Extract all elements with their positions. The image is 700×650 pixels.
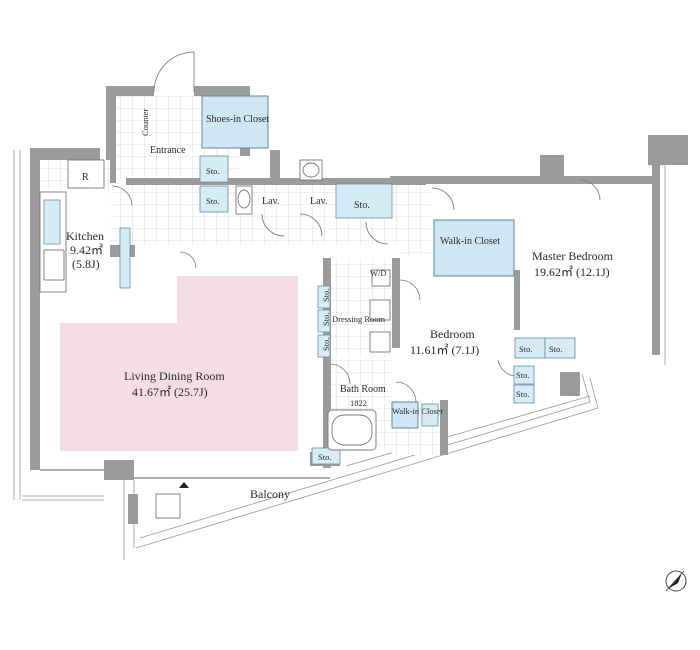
entry-marker-icon bbox=[179, 482, 189, 488]
sto-label: Sto. bbox=[516, 370, 529, 380]
kitchen-name: Kitchen bbox=[66, 229, 104, 243]
bedroom-area: 11.61㎡ (7.1J) bbox=[410, 343, 479, 357]
walkin-closet-small-label: Walk-in Closet bbox=[392, 406, 444, 416]
lav-label: Lav. bbox=[310, 196, 327, 207]
wd-label: W/D bbox=[370, 268, 387, 278]
sto-label: Sto. bbox=[354, 200, 370, 211]
shoes-closet-label-line1: Shoes-in Closet bbox=[206, 114, 269, 125]
entrance-label: Entrance bbox=[150, 145, 186, 156]
fridge-label: R bbox=[82, 172, 89, 183]
north-arrow-icon bbox=[665, 570, 687, 592]
bedroom-name: Bedroom bbox=[430, 327, 475, 341]
dressing-room-label: Dressing Room bbox=[332, 314, 386, 324]
bath-room-code: 1822 bbox=[350, 398, 367, 408]
counter-label: Counter bbox=[140, 108, 150, 136]
balcony-label: Balcony bbox=[250, 487, 290, 501]
sto-label: Sto. bbox=[549, 344, 562, 354]
kitchen-area: 9.42㎡ bbox=[70, 243, 103, 257]
sto-label: Sto. bbox=[321, 289, 331, 302]
doors bbox=[111, 51, 601, 403]
master-bedroom-name: Master Bedroom bbox=[532, 249, 614, 263]
living-dining-name: Living Dining Room bbox=[124, 369, 225, 383]
kitchen-jo: (5.8J) bbox=[72, 257, 100, 271]
master-bedroom-area: 19.62㎡ (12.1J) bbox=[534, 265, 610, 279]
sto-label: Sto. bbox=[206, 166, 219, 176]
sto-label: Sto. bbox=[206, 196, 219, 206]
sto-label: Sto. bbox=[321, 313, 331, 326]
sto-label: Sto. bbox=[321, 338, 331, 351]
labels: Shoes-in Closet Counter Entrance R Kitch… bbox=[66, 108, 614, 501]
living-dining-area: 41.67㎡ (25.7J) bbox=[132, 385, 208, 399]
sto-label: Sto. bbox=[516, 389, 529, 399]
storage-units bbox=[39, 95, 576, 465]
sto-label: Sto. bbox=[519, 344, 532, 354]
living-highlight bbox=[60, 276, 298, 451]
sto-label: Sto. bbox=[318, 452, 331, 462]
lav-label: Lav. bbox=[262, 196, 279, 207]
bath-room-label: Bath Room bbox=[340, 384, 386, 395]
fixtures bbox=[67, 159, 391, 451]
walkin-closet-top-label: Walk-in Closet bbox=[440, 236, 500, 247]
